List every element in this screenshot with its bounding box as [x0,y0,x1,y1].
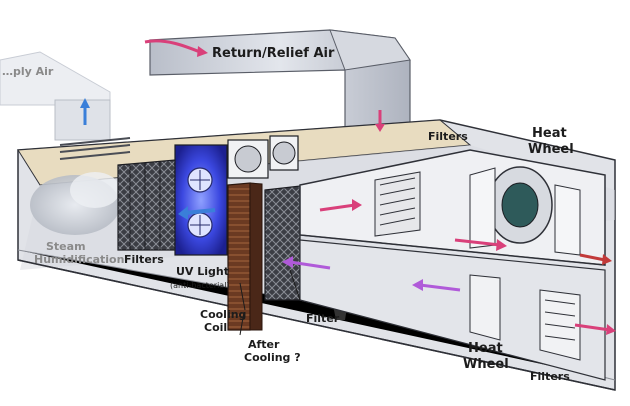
label-filters-top: Filters [428,130,468,143]
cooling-coil [227,182,263,331]
filter-bank-left [117,159,176,251]
label-heat-wheel-bottom: Heat [468,341,503,356]
heat-wheel-upper-section [299,149,606,266]
label-cooling-question: Cooling ? [244,351,301,364]
airflow-arrows [80,39,616,335]
label-uv-light-note: (anti-bacterial) [170,281,230,290]
heat-wheel-lower-section [299,239,606,381]
label-heat-wheel-top-2: Wheel [528,142,574,157]
label-coil: Coil [204,321,227,334]
diagram-labels: …ply Air Return/Relief Air Filters Heat … [2,46,574,383]
label-heat-wheel-top: Heat [532,126,567,141]
label-heat-wheel-bottom-2: Wheel [463,357,509,372]
label-uv-light: UV Light [176,265,229,278]
label-supply-air: …ply Air [2,65,54,78]
label-filter-mid: Filter [306,312,340,325]
label-leader-lines [239,269,301,336]
label-cooling: Cooling [200,308,246,321]
label-filters-left: Filters [124,253,164,266]
label-return-relief-air: Return/Relief Air [212,46,335,61]
steam-humidifier [30,137,131,235]
supply-fans [227,135,299,179]
label-steam: Steam [46,240,86,253]
uv-light-chamber [174,144,228,256]
label-after: After [248,338,280,351]
label-humidification: Humidification [34,253,124,266]
label-filters-bottom: Filters [530,370,570,383]
